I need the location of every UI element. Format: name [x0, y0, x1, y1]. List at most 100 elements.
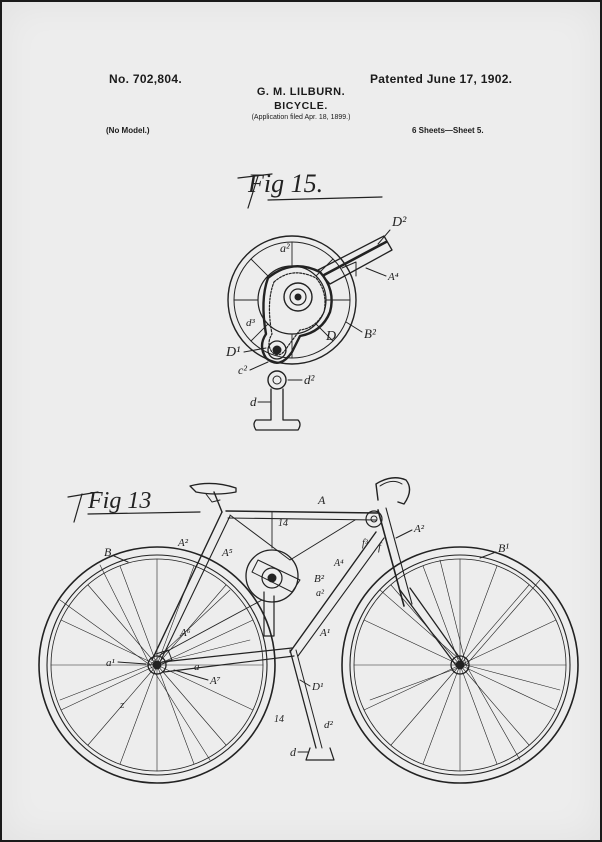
fig15-leader — [365, 267, 387, 277]
fig13-label: A⁴ — [333, 558, 344, 569]
fig13-handlebar — [375, 477, 411, 505]
fig13-label: d² — [324, 719, 334, 731]
fig15-chain — [268, 272, 326, 356]
fig15-leader — [345, 321, 363, 333]
patent-date: Patented June 17, 1902. — [370, 72, 513, 86]
fig15-label: d — [250, 394, 257, 409]
fig15-label: A⁴ — [387, 271, 399, 283]
fig13-seat-tube — [151, 511, 223, 661]
fig13-front-wheel — [341, 546, 579, 784]
fig15-caption-stroke — [247, 175, 259, 209]
inventor-name: G. M. LILBURN. — [256, 86, 346, 98]
invention-title: BICYCLE. — [274, 100, 328, 112]
fig13-label: B¹ — [498, 541, 509, 555]
fig15-hub-inner — [289, 288, 307, 306]
figure-15: Fig 15. D² a² A⁴ d³ D — [225, 169, 407, 431]
fig13-leader — [299, 679, 311, 687]
fig15-label: c² — [238, 363, 247, 377]
fig15-label: B² — [364, 326, 377, 341]
sheet-count: 6 Sheets—Sheet 5. — [412, 126, 484, 135]
fig13-label: z — [119, 699, 125, 711]
fig13-crank-housing — [245, 549, 299, 603]
fig13-label: 14 — [278, 518, 288, 529]
fig13-leader — [479, 551, 497, 559]
fig13-label: a² — [316, 588, 325, 599]
fig15-leader — [249, 361, 269, 371]
fig13-rear-spokes — [50, 558, 264, 772]
fig15-stand-foot — [253, 388, 301, 431]
fig13-saddle-spring — [205, 493, 221, 503]
fig15-pivot-inner — [272, 375, 282, 385]
fig15-caption-underline — [267, 196, 383, 201]
fig13-caption-stroke — [73, 493, 83, 523]
fig13-caption-underline — [87, 511, 201, 515]
fig15-hub — [283, 282, 313, 312]
model-note: (No Model.) — [106, 126, 150, 135]
fig13-label: a¹ — [106, 657, 115, 669]
fig13-label: d — [290, 745, 297, 759]
fig13-down-tube-edge — [297, 537, 385, 657]
fig15-label: d² — [304, 372, 316, 387]
fig13-label: D¹ — [311, 681, 323, 693]
fig13-pedal-stem — [263, 591, 275, 637]
figure-13: Fig 13 — [38, 477, 579, 784]
fig13-label: A — [317, 493, 326, 507]
fig15-lower-sprocket — [267, 340, 287, 360]
application-date: (Application filed Apr. 18, 1899.) — [251, 114, 351, 121]
fig15-label: D¹ — [225, 345, 240, 360]
fig13-label: 14 — [274, 714, 284, 725]
fig13-label: a — [194, 661, 200, 673]
fig15-caption: Fig 15. — [247, 169, 323, 198]
fig13-caption-stroke — [67, 491, 99, 498]
fig13-kickstand-edge — [295, 649, 323, 749]
fig15-arm-tube — [317, 235, 393, 285]
fig13-label: A² — [413, 523, 425, 535]
fig13-top-tube — [225, 510, 379, 514]
fig15-label: a² — [280, 241, 290, 255]
fig13-seat-stay — [229, 514, 356, 561]
fig13-rear-wheel — [38, 546, 276, 784]
fig13-chain-stay — [161, 647, 295, 673]
fig13-kickstand-foot — [305, 747, 335, 761]
fig15-lower-center — [272, 345, 282, 355]
fig13-fork — [399, 587, 465, 669]
fig13-label: A⁷ — [209, 675, 221, 687]
fig13-kickstand — [289, 649, 317, 749]
fig13-rear-dropout — [155, 649, 173, 665]
fig13-label: B — [104, 545, 112, 559]
fig13-label: A² — [177, 537, 189, 549]
fig15-label: d³ — [246, 317, 256, 329]
fig15-label: D² — [391, 215, 407, 230]
fig15-pivot — [267, 370, 287, 390]
fig15-leader — [243, 347, 267, 353]
fig15-label: D — [325, 329, 336, 344]
fig13-leader — [113, 555, 129, 563]
fig13-seat-post — [213, 491, 223, 513]
fig15-arm-joint — [341, 261, 357, 277]
fig13-crank-hub — [261, 567, 283, 589]
fig13-top-tube-edge — [227, 517, 377, 521]
fig13-down-tube — [289, 531, 377, 653]
fig15-hub-center — [294, 293, 302, 301]
fig13-seat-tube-edge — [159, 515, 231, 663]
fig13-rear-stay — [159, 599, 263, 656]
fig15-leader — [377, 229, 391, 245]
fig13-handlebar-grip — [379, 480, 403, 487]
fig15-caption-stroke — [237, 173, 273, 179]
fig13-label: A⁶ — [179, 627, 191, 639]
fig13-lug — [365, 510, 383, 528]
fig13-label: B² — [314, 573, 325, 585]
fig13-leader — [117, 661, 147, 665]
patent-number: No. 702,804. — [109, 72, 182, 86]
fig15-outer-wheel — [227, 235, 357, 365]
fig13-label: A⁵ — [221, 547, 233, 559]
fig13-label: A¹ — [319, 627, 330, 639]
fig13-label: f³ — [362, 538, 369, 549]
fig13-leader — [173, 669, 209, 681]
fig13-leader — [395, 529, 413, 539]
fig13-head-tube-edge — [385, 507, 413, 605]
fig13-crank-arm — [251, 559, 301, 593]
fig13-label: f — [378, 541, 383, 553]
